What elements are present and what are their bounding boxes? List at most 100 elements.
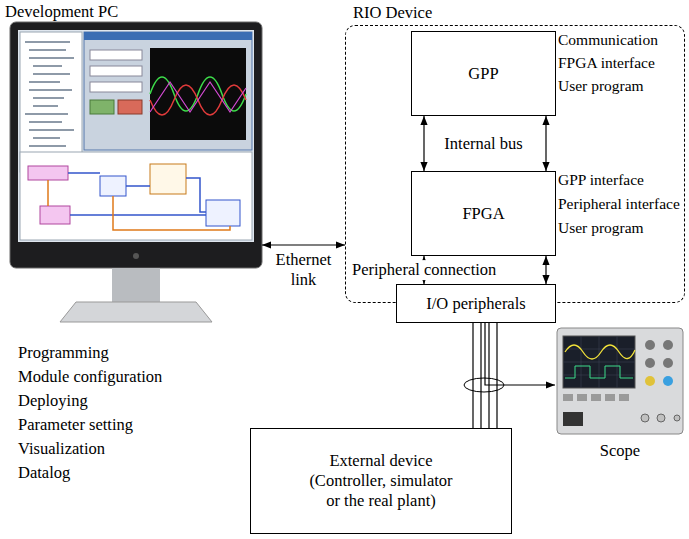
connector-line — [423, 116, 424, 171]
panel-button — [118, 100, 142, 114]
node-text: I/O peripherals — [426, 294, 525, 314]
magenta-waveform — [150, 82, 246, 112]
connectors — [262, 116, 555, 428]
diagram-wires — [68, 173, 206, 215]
scope-grid — [563, 336, 635, 388]
scope-port — [563, 412, 583, 426]
process-box: External device (Controller, simulator o… — [250, 428, 512, 534]
connector-line — [545, 116, 546, 171]
label-holder: Datalog — [18, 463, 70, 483]
pc-monitor-node: Development PC — [5, 2, 262, 324]
panel-control — [90, 50, 142, 60]
task-item: Parameter setting — [18, 415, 133, 435]
waveform-graph — [150, 48, 246, 140]
label-holder: User program — [558, 77, 644, 96]
diagram-block — [206, 200, 240, 226]
label-holder: Communication — [558, 31, 658, 50]
scope-connector — [641, 414, 649, 422]
label-holder: Module configuration — [18, 367, 162, 387]
edge-label-holder: Ethernet link — [271, 250, 337, 290]
window-titlebar — [84, 32, 252, 40]
scope-trace-green — [565, 366, 633, 378]
scope-trace-yellow — [565, 345, 635, 359]
scope-knob — [645, 376, 655, 386]
scope-knob — [645, 358, 655, 368]
scope-illustration — [557, 328, 683, 434]
connector-label: Internal bus — [442, 134, 524, 154]
scope-node: Scope — [555, 325, 685, 437]
monitor-bezel — [10, 22, 262, 268]
diagram-block — [150, 164, 186, 194]
power-led — [133, 253, 139, 259]
edge-label-holder: Internal bus — [442, 134, 524, 154]
connector-line — [472, 323, 473, 428]
task-item: Module configuration — [18, 367, 162, 387]
label-holder: GPP interface — [558, 171, 644, 190]
diagram-wires — [48, 180, 230, 230]
connector-label: Peripheral connection — [350, 260, 498, 280]
connector-line — [545, 256, 546, 284]
scope-knob — [663, 376, 673, 386]
process-box: FPGA — [411, 171, 556, 256]
label-holder: User program — [558, 219, 644, 238]
process-box: I/O peripherals — [396, 284, 556, 323]
scope-knob — [663, 358, 673, 368]
scope-connector — [674, 415, 680, 421]
function-note: Communication — [558, 31, 658, 50]
connector-label: Ethernet link — [271, 250, 337, 290]
scope-knob — [645, 340, 655, 350]
tree-panel — [20, 32, 82, 172]
scope-button — [591, 394, 601, 401]
node-text: Development PC — [5, 2, 118, 22]
scope-connector — [657, 414, 665, 422]
label-holder: Parameter setting — [18, 415, 133, 435]
monitor-screen — [18, 30, 254, 242]
panel-control — [90, 66, 142, 76]
monitor-base — [60, 302, 212, 322]
connector-line — [488, 323, 489, 428]
function-note: FPGA interface — [558, 54, 655, 73]
connector-line — [480, 323, 481, 428]
function-note: User program — [558, 219, 644, 238]
scope-body — [557, 328, 683, 434]
scope-button — [619, 394, 629, 401]
green-waveform — [150, 77, 246, 111]
monitor-illustration — [10, 22, 262, 322]
connector-line — [485, 323, 555, 385]
label-holder: Programming — [18, 343, 109, 363]
node-text: External device (Controller, simulator o… — [306, 451, 456, 510]
connector — [485, 323, 555, 385]
label-holder: Peripheral interface — [558, 195, 680, 214]
function-note: GPP interface — [558, 171, 644, 190]
scope-button — [563, 394, 573, 401]
diagram-block — [100, 176, 126, 196]
diagram-block — [28, 166, 68, 180]
node-text: RIO Device — [353, 3, 432, 23]
node-text: Scope — [555, 441, 685, 461]
function-note: Peripheral interface — [558, 195, 680, 214]
front-panel-window — [84, 32, 252, 150]
node-text: FPGA — [462, 204, 504, 224]
scope-button — [577, 394, 587, 401]
function-note: User program — [558, 77, 644, 96]
task-item: Programming — [18, 343, 109, 363]
block-diagram-window — [20, 152, 252, 240]
scope-button — [605, 394, 615, 401]
connector-line — [496, 323, 497, 428]
edge-label-holder: Peripheral connection — [350, 260, 498, 280]
diagram-block — [40, 206, 70, 224]
scope-knob — [663, 340, 673, 350]
connector — [262, 245, 345, 246]
connector — [424, 116, 546, 171]
connector-line — [262, 244, 345, 245]
task-item: Datalog — [18, 463, 70, 483]
scope-screen — [563, 336, 635, 388]
tree-lines — [25, 42, 74, 154]
label-holder: Deploying — [18, 391, 88, 411]
task-item: Deploying — [18, 391, 88, 411]
panel-control — [90, 82, 142, 92]
label-holder: Visualization — [18, 439, 105, 459]
task-item: Visualization — [18, 439, 105, 459]
monitor-neck — [112, 268, 160, 302]
